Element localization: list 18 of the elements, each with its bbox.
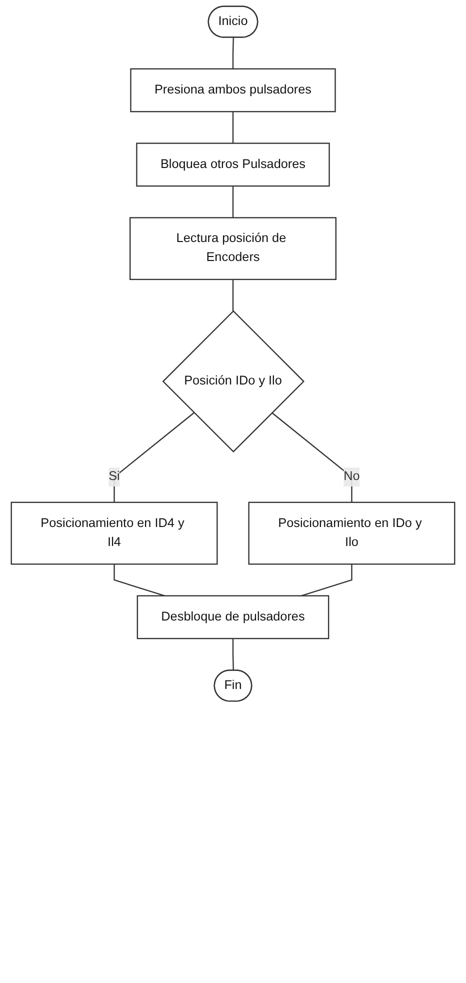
node-box: Posicionamiento en IDo y Ilo <box>248 502 456 565</box>
connector <box>114 564 165 596</box>
connector <box>114 412 194 502</box>
node-box: Desbloque de pulsadores <box>136 595 330 640</box>
connector <box>301 564 352 596</box>
edge-label: No <box>344 470 360 484</box>
node-box: Posicionamiento en ID4 y Il4 <box>10 502 218 565</box>
node-diamond: Posición IDo y Ilo <box>162 310 305 453</box>
connector <box>272 412 352 502</box>
connector <box>232 186 234 218</box>
node-box: Lectura posición de Encoders <box>129 217 336 280</box>
connector <box>232 112 234 144</box>
node-box: Presiona ambos pulsadores <box>130 68 336 112</box>
connector <box>232 638 234 671</box>
connector <box>232 38 234 69</box>
connector <box>232 279 234 312</box>
node-box: Bloquea otros Pulsadores <box>136 142 330 187</box>
edge-label: Si <box>108 470 120 484</box>
